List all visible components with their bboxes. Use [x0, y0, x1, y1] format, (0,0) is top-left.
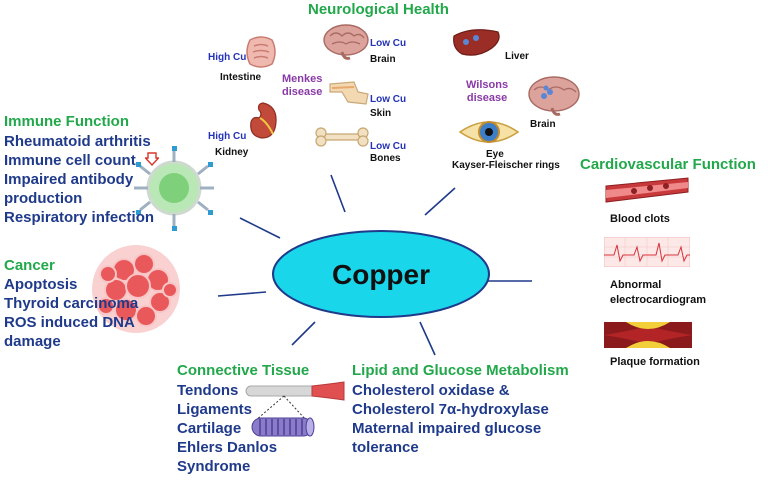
brain-icon-wilsons	[528, 76, 580, 116]
intestine-label: Intestine	[220, 72, 262, 83]
immune-title: Immune Function	[4, 113, 129, 130]
kidney-icon	[250, 102, 277, 139]
lipid-item: tolerance	[352, 439, 419, 456]
copper-hub: Copper	[272, 230, 490, 318]
immune-item: production	[4, 190, 83, 207]
immune-cell-icon	[134, 146, 214, 231]
plaque-icon	[604, 322, 692, 348]
connector-immune	[239, 217, 281, 239]
copper-label: Copper	[332, 259, 430, 290]
plaque-label: Plaque formation	[610, 356, 700, 368]
bone-icon	[315, 127, 369, 147]
connective-item: Ehlers Danlos	[177, 439, 278, 456]
blood-clot-icon	[605, 177, 689, 203]
eye-label: Eye	[486, 149, 504, 160]
eye-icon	[458, 121, 520, 143]
blood-clots-label: Blood clots	[610, 213, 670, 225]
connective-title: Connective Tissue	[177, 362, 310, 379]
connective-item: Cartilage	[177, 420, 242, 437]
skin-icon	[329, 81, 369, 105]
connective-item: Syndrome	[177, 458, 251, 475]
cardio-title: Cardiovascular Function	[580, 156, 756, 173]
skin-label: Skin	[370, 108, 392, 119]
brain-icon	[323, 24, 369, 60]
connective-item: Tendons	[177, 382, 239, 399]
brain-level: Low Cu	[370, 38, 407, 49]
neuro-title: Neurological Health	[308, 1, 449, 18]
brain-label: Brain	[370, 54, 396, 65]
cancer-item: ROS induced DNA	[4, 314, 135, 331]
tendon-fiber-icon	[245, 381, 345, 437]
lipid-item: Cholesterol oxidase &	[352, 382, 510, 399]
cancer-item: Apoptosis	[4, 276, 78, 293]
lipid-item: Maternal impaired glucose	[352, 420, 542, 437]
lipid-title: Lipid and Glucose Metabolism	[352, 362, 569, 379]
eye-detail: Kayser-Fleischer rings	[452, 160, 560, 171]
ecg-icon	[604, 237, 690, 267]
intestine-icon	[246, 36, 276, 68]
menkes-disease-label: Menkes disease	[282, 73, 323, 98]
kidney-level: High Cu	[208, 131, 247, 142]
connector-lipid	[419, 321, 436, 356]
liver-label: Liver	[505, 51, 529, 62]
immune-item: Immune cell count	[4, 152, 136, 169]
immune-item: Rheumatoid arthritis	[4, 133, 151, 150]
bones-label: Bones	[370, 153, 401, 164]
cancer-item: Thyroid carcinoma	[4, 295, 139, 312]
bones-level: Low Cu	[370, 141, 407, 152]
intestine-level: High Cu	[208, 52, 247, 63]
ecg-label: Abnormal electrocardiogram	[610, 279, 706, 306]
liver-icon	[453, 29, 500, 56]
cancer-item: damage	[4, 333, 61, 350]
lipid-item: Cholesterol 7α-hydroxylase	[352, 401, 549, 418]
skin-level: Low Cu	[370, 94, 407, 105]
wilsons-disease-label: Wilsons disease	[466, 79, 509, 104]
connector-cancer	[217, 291, 267, 297]
cancer-cells-icon	[92, 245, 180, 333]
connector-wilsons	[424, 187, 456, 216]
kidney-label: Kidney	[215, 147, 249, 158]
connector-neuro	[330, 174, 346, 213]
cancer-title: Cancer	[4, 257, 55, 274]
connector-connective	[291, 321, 316, 346]
down-arrow-icon	[145, 152, 159, 166]
connective-item: Ligaments	[177, 401, 253, 418]
immune-item: Impaired antibody	[4, 171, 134, 188]
brain2-label: Brain	[530, 119, 556, 130]
immune-item: Respiratory infection	[4, 209, 155, 226]
